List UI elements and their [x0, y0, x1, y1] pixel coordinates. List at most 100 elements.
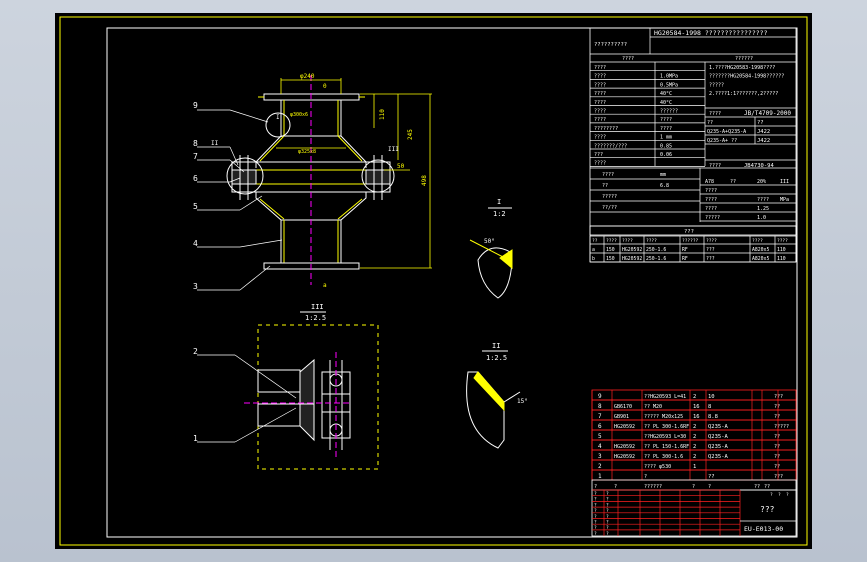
balloon-9: 9 — [193, 101, 198, 110]
bom-note: ?? — [774, 434, 780, 440]
balloon-7: 7 — [193, 152, 198, 161]
bom-qty: 16 — [693, 414, 700, 420]
main-view[interactable] — [226, 75, 395, 285]
nozzle-cell: RF — [682, 247, 688, 253]
bom-qty: 1 — [693, 464, 696, 470]
nozzle-cell: HG20592 — [622, 256, 642, 262]
bom-no: 9 — [598, 393, 602, 400]
bom-material: Q235-A — [708, 444, 729, 450]
design-row-key: ???? — [594, 109, 606, 115]
bom-no: 3 — [598, 453, 602, 460]
bom-material: 8 — [708, 404, 711, 410]
bom-note: ?? — [774, 414, 780, 420]
nozzle-header: ???? — [606, 238, 617, 244]
title-block-field: ? — [606, 525, 609, 531]
bom-note: ?? — [774, 404, 780, 410]
detail-I-angle: 50° — [484, 238, 495, 245]
design-row-value: 1 mm — [660, 135, 672, 141]
detail-marker-I: I — [276, 114, 280, 121]
bom-code: HG20592 — [614, 454, 635, 460]
balloon-3: 3 — [193, 282, 198, 291]
bom-header-cell: ? — [594, 484, 597, 490]
detail-view-II[interactable] — [466, 371, 521, 449]
dim-h1: 110 — [379, 109, 386, 120]
title-block-field: ? — [594, 531, 597, 537]
nozzle-cell: b — [592, 256, 595, 262]
design-row-key: ???? — [594, 117, 606, 123]
nozzle-table-border — [589, 225, 797, 263]
weld-foot-left: ???? — [709, 163, 721, 169]
nozzle-cell: ??? — [706, 256, 715, 262]
bom-no: 2 — [598, 463, 602, 470]
bom-name: ?? PL 300-1.6 — [644, 454, 683, 460]
detail-III-leaders — [197, 354, 297, 443]
dim-mid-diameter: φ300x6 — [290, 112, 308, 118]
bom-name: ??HG20593 L=30 — [644, 434, 686, 440]
detail-view-III[interactable] — [244, 324, 379, 470]
nozzle-cell: RF — [682, 256, 688, 262]
design-row-value: 40°C — [660, 91, 672, 97]
detail-I-title: I — [497, 198, 501, 206]
bom-header-cell: ?????? — [644, 484, 662, 490]
weld-row-rod: J422 — [757, 138, 770, 144]
detail-II-scale: 1:2.5 — [486, 354, 507, 362]
nozzle-title: ??? — [684, 229, 694, 235]
dim-h3: 498 — [421, 175, 428, 186]
test-right-c: ???? — [757, 197, 769, 203]
bom-no: 7 — [598, 413, 602, 420]
nozzle-header: ???? — [646, 238, 657, 244]
test-left-key: ????? — [602, 194, 617, 200]
bom-no: 1 — [598, 473, 602, 480]
test-left-key: ??/?? — [602, 205, 617, 211]
design-row-value: 40°C — [660, 100, 672, 106]
bom-header-cell: ?? — [754, 484, 760, 490]
bom-code: GB6170 — [614, 404, 632, 410]
bom-material: Q235-A — [708, 424, 729, 430]
balloon-6: 6 — [193, 174, 198, 183]
table-row[interactable]: 1?????? — [591, 469, 797, 481]
nozzle-cell: A820x5 — [752, 247, 769, 253]
outer-frame — [59, 16, 808, 546]
bom-no: 6 — [598, 423, 602, 430]
test-left-key: ?? — [602, 183, 608, 189]
bom-note: ?? — [774, 464, 780, 470]
design-row-key: ???? — [594, 74, 606, 80]
bom-material: 10 — [708, 394, 715, 400]
design-row-value: 0.85 — [660, 143, 672, 149]
bom-qty: 2 — [693, 394, 696, 400]
design-row-value: ???? — [660, 117, 672, 123]
bom-row-box — [591, 469, 797, 481]
bom-name: ?? PL 150-1.6RF — [644, 444, 689, 450]
title-block-field: ? — [606, 491, 609, 497]
title-block-field: ? — [606, 508, 609, 514]
design-row-value: ???? — [660, 126, 672, 132]
detail-II-angle: 15° — [517, 398, 528, 405]
bom-name: ? — [644, 474, 647, 480]
title-block-small: ? — [770, 492, 773, 498]
test-right-c: 20% — [757, 179, 766, 185]
detail-view-I[interactable] — [469, 239, 513, 299]
bom-note: ??? — [774, 474, 783, 480]
header-standard: HG20584-1998 ???????????????? — [654, 29, 768, 37]
title-block: ???????????????????EU-E013-00??? — [591, 489, 797, 537]
nozzle-cell: 110 — [777, 247, 786, 253]
design-row-note: ???????HG20584-1998?????? — [709, 74, 784, 80]
bom-qty: 2 — [693, 434, 696, 440]
design-row-key: ???? — [594, 100, 606, 106]
design-row-key: ???? — [594, 161, 606, 167]
test-right-a: A78 — [705, 179, 714, 185]
test-right-b: ?? — [730, 179, 736, 185]
test-right-a: ????? — [705, 215, 720, 221]
design-row-key: ???? — [594, 91, 606, 97]
leader-lines — [197, 109, 283, 291]
test-right-d: III — [780, 179, 789, 185]
